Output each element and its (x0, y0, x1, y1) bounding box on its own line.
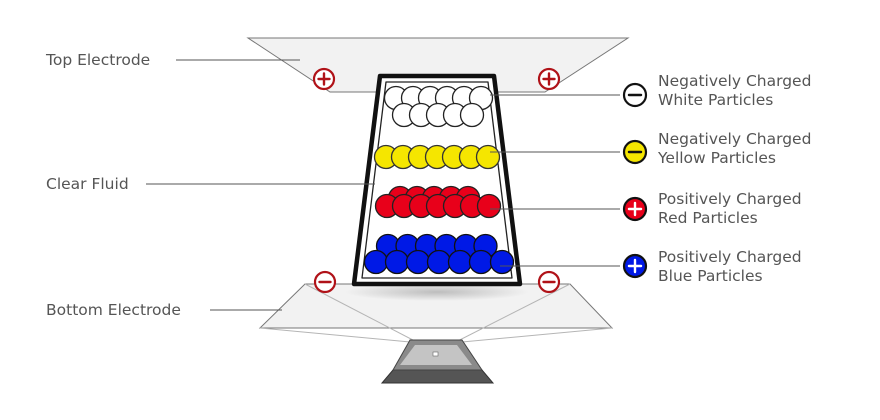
legend-yellow-name: Yellow Particles (658, 149, 776, 167)
red-particles (374, 185, 502, 219)
blue-particle (447, 249, 473, 275)
legend-red-name: Red Particles (658, 209, 758, 227)
bottom-electrode-label: Bottom Electrode (46, 301, 181, 319)
legend-blue-label: Positively Charged Blue Particles (658, 248, 802, 286)
bottom-electrode-minus-icon (537, 270, 561, 294)
blue-particle (468, 249, 494, 275)
top-electrode-plus-icon (312, 67, 336, 91)
clear-fluid-label: Clear Fluid (46, 175, 129, 193)
minus-circle-icon (622, 82, 648, 108)
viewer-device (380, 339, 495, 384)
top-electrode (246, 37, 630, 93)
blue-particle (405, 249, 431, 275)
legend-red-label: Positively Charged Red Particles (658, 190, 802, 228)
leader-lines (146, 59, 620, 311)
yellow-particles (373, 144, 501, 170)
clear-fluid (361, 81, 513, 279)
legend-yellow-charge: Negatively Charged (658, 130, 812, 148)
plus-circle-icon (622, 253, 648, 279)
minus-circle-icon (622, 139, 648, 165)
capsule-shadow (345, 283, 529, 301)
top-electrode-plus-icon (537, 67, 561, 91)
legend-white-name: White Particles (658, 91, 774, 109)
legend-red-charge: Positively Charged (658, 190, 802, 208)
red-particle (476, 193, 502, 219)
particle-groups (363, 85, 515, 275)
blue-particle (426, 249, 452, 275)
plus-circle-icon (622, 196, 648, 222)
blue-particles (363, 233, 515, 275)
legend-blue-name: Blue Particles (658, 267, 763, 285)
top-electrode-label: Top Electrode (46, 51, 151, 69)
white-particles (383, 85, 494, 128)
blue-particle (363, 249, 389, 275)
bottom-electrode-minus-icon (313, 270, 337, 294)
blue-particle (489, 249, 515, 275)
white-particle (459, 102, 485, 128)
yellow-particle (475, 144, 501, 170)
electrode-charge-signs (312, 67, 561, 294)
legend-charge-icons (622, 82, 648, 279)
blue-particle (384, 249, 410, 275)
legend-blue-charge: Positively Charged (658, 248, 802, 266)
legend-white-label: Negatively Charged White Particles (658, 72, 811, 110)
legend-white-charge: Negatively Charged (658, 72, 812, 90)
legend-yellow-label: Negatively Charged Yellow Particles (658, 130, 811, 168)
